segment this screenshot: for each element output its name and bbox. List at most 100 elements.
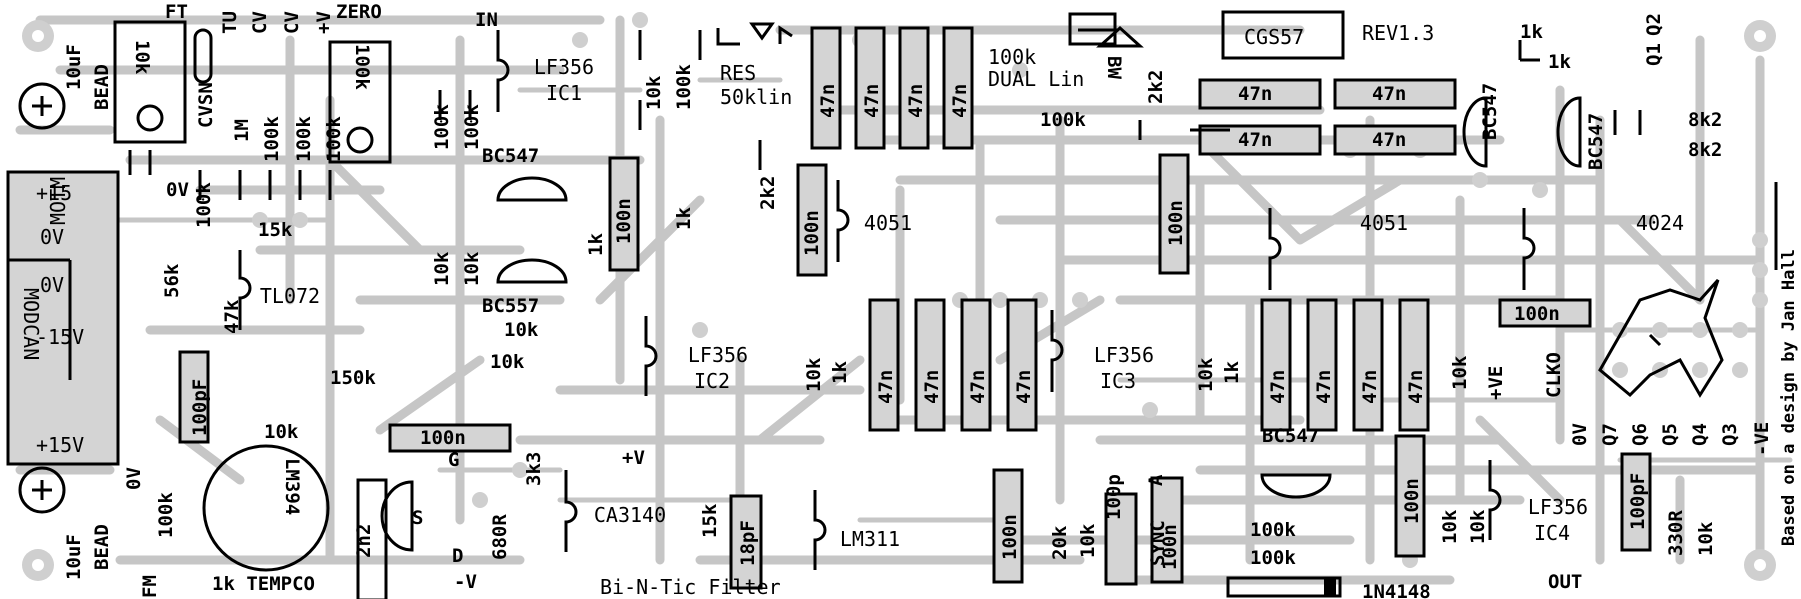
label-clko: CLKO	[1543, 352, 1565, 398]
c-100n-e: 100n	[1514, 303, 1560, 325]
label-plus-v: +V	[313, 11, 335, 34]
label-g: G	[448, 449, 459, 471]
r-10k-b: 10k	[461, 251, 483, 286]
transistor-labels: BC547 BC557 BC547 BC547 BC547	[482, 83, 1607, 447]
label-plus-ve: +VE	[1485, 366, 1507, 400]
ic1-type: LF356	[534, 55, 594, 79]
pads	[22, 12, 1776, 581]
label-dual-lin: DUAL Lin	[988, 67, 1084, 91]
label-q4: Q4	[1689, 423, 1711, 446]
silkscreen-outlines	[6, 10, 1778, 599]
label-0v-a: 0V	[40, 225, 64, 249]
ic4-ref: IC4	[1534, 521, 1570, 545]
c-100n-f: 100n	[999, 514, 1021, 560]
label-0v-trim: 0V	[166, 179, 189, 201]
label-cvsn: CVSN	[195, 82, 217, 128]
board-name-box	[1221, 10, 1345, 60]
c-100pf-a: 100pF	[189, 379, 211, 436]
cap-10uf-bot: 10uF	[63, 534, 85, 580]
r-10k-g: 10k	[1467, 509, 1489, 544]
bc557: BC557	[482, 295, 539, 317]
r-10k-ic2: 10k	[803, 357, 825, 392]
lm394-package	[202, 444, 330, 572]
ic3-type: LF356	[1094, 343, 1154, 367]
r-100k-f: 100k	[1250, 547, 1296, 569]
c-47n-h1: 47n	[1238, 83, 1272, 105]
label-cv-1: CV	[249, 11, 271, 34]
r-8k2-b: 8k2	[1688, 139, 1722, 161]
label-out: OUT	[1548, 571, 1582, 593]
r-1k-b: 1k	[673, 207, 695, 230]
c-100pf-b: 100pF	[1627, 473, 1649, 530]
r-10k-ic1: 10k	[643, 75, 665, 110]
ic4-type: LF356	[1528, 495, 1588, 519]
r-15k-b: 15k	[699, 503, 721, 538]
label-plus-v-b: +V	[622, 447, 645, 469]
r-3k3: 3k3	[523, 452, 545, 486]
r-10k-e: 10k	[1077, 523, 1099, 558]
board-name: CGS57	[1244, 25, 1304, 49]
r-100k-e: 100k	[1250, 519, 1296, 541]
mux1-label: 4051	[864, 211, 912, 235]
label-zero: ZERO	[336, 1, 382, 23]
r-100k-bw: 100k	[1040, 109, 1086, 131]
bead-bot: BEAD	[91, 524, 113, 570]
r-2k2-a: 2k2	[757, 176, 779, 210]
c-47n-m7: 47n	[1359, 370, 1381, 404]
r-680r: 680R	[489, 514, 511, 560]
label-in: IN	[475, 9, 498, 31]
r-10k-c: 10k	[504, 319, 539, 341]
label-q3: Q3	[1719, 423, 1741, 446]
r-100k-in1: 100k	[431, 104, 453, 150]
c-100n-d: 100n	[1165, 200, 1187, 246]
c-47n-h4: 47n	[1372, 129, 1406, 151]
trim-100k: 100k	[351, 44, 373, 90]
c-47n-t4: 47n	[949, 84, 971, 118]
bead-top: BEAD	[91, 64, 113, 110]
trimmer-10k	[113, 20, 187, 144]
r-330r: 330R	[1665, 510, 1687, 556]
power-header	[6, 170, 120, 466]
tl072-label: TL072	[260, 284, 320, 308]
c-100n-b: 100n	[613, 198, 635, 244]
r-10k-h: 10k	[1695, 521, 1717, 556]
label-minus-15: -15V	[36, 325, 84, 349]
r-1k-q1: 1k	[1548, 51, 1571, 73]
c-18pf: 18pF	[737, 520, 759, 566]
c-100n-h: 100n	[1401, 478, 1423, 524]
r-1k-q2: 1k	[1520, 21, 1543, 43]
label-minus-ve: -VE	[1751, 422, 1773, 456]
label-tempco: 1k TEMPCO	[212, 573, 315, 595]
r-150k: 150k	[330, 367, 376, 389]
c-100n-a: 100n	[420, 427, 466, 449]
c-47n-h3: 47n	[1238, 129, 1272, 151]
diode-1n4148: 1N4148	[1362, 581, 1431, 599]
c-100n-c: 100n	[801, 210, 823, 256]
bc547-3: BC547	[1262, 425, 1319, 447]
trim-10k: 10k	[131, 40, 153, 75]
label-minus-v: -V	[454, 571, 477, 593]
label-res-value: 50klin	[720, 85, 792, 109]
label-q1: Q1	[1643, 43, 1665, 66]
label-tu: TU	[219, 11, 241, 34]
r-10k-d: 10k	[490, 351, 525, 373]
r-100k-a: 100k	[261, 116, 283, 162]
c-47n-m1: 47n	[875, 370, 897, 404]
label-sync: SYNC	[1147, 520, 1169, 566]
c-47n-h2: 47n	[1372, 83, 1406, 105]
design-credit: Based on a design by Jan Hall	[1779, 249, 1799, 546]
label-q7: Q7	[1599, 423, 1621, 446]
copper-traces	[15, 15, 1793, 585]
cap-10uf-top: 10uF	[63, 44, 85, 90]
r-15k: 15k	[258, 219, 293, 241]
trimmer-100k	[328, 40, 392, 164]
label-fm: FM	[139, 575, 161, 598]
c-47n-m5: 47n	[1267, 370, 1289, 404]
label-0v-bot: 0V	[123, 467, 145, 490]
label-q5: Q5	[1659, 423, 1681, 446]
counter-label: 4024	[1636, 211, 1684, 235]
c-47n-m8: 47n	[1405, 370, 1427, 404]
component-labels: 10uF BEAD 10k 100k CVSN 1M 100k 100k 100…	[63, 21, 1799, 599]
r-10k-ic3: 10k	[1195, 357, 1217, 392]
